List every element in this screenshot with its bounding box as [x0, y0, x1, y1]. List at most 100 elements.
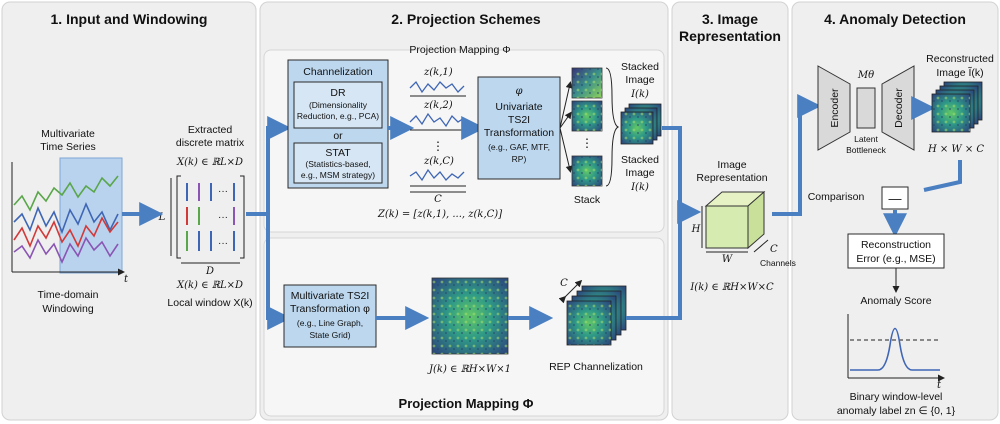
- reconstructed-image-stack: [931, 81, 983, 133]
- panel-input-windowing: [1, 1, 257, 421]
- matrix-bracket-right: [240, 175, 245, 259]
- univariate-line2: TS2I: [508, 114, 530, 126]
- stacked-top-line1: Stacked: [621, 61, 659, 73]
- image-cube: [704, 190, 766, 250]
- J-image-texture: [432, 278, 508, 354]
- time-series-plot: [11, 157, 125, 276]
- J-equation: J(k) ∈ ℝH×W×1: [427, 364, 511, 375]
- z2-label: z(k,2): [423, 100, 453, 111]
- stack-brace: [605, 67, 620, 187]
- arrow-rep-channel-to-rep: [626, 216, 682, 320]
- section-title-image-line1: 3. Image: [702, 11, 758, 27]
- channel-image-2-texture: [572, 101, 602, 131]
- anomaly-score-label: Anomaly Score: [860, 295, 931, 307]
- arrow-rep-to-encoder: [772, 94, 822, 216]
- matrix-dots-3: ···: [218, 238, 228, 249]
- recon-error-box: [847, 233, 945, 269]
- rep-stacked-image: [566, 285, 627, 346]
- matrix-dots-1: ···: [218, 186, 228, 197]
- anomaly-score-plot: [847, 314, 945, 382]
- binary-label-line2: anomaly label zn ∈ {0, 1}: [837, 405, 956, 417]
- series-label-line2: Time Series: [40, 141, 96, 153]
- matrix-equation-bottom: X(k) ∈ ℝL×D: [176, 280, 243, 291]
- rep-C-label: C: [560, 278, 568, 289]
- projection-mapping-top-label: Projection Mapping Φ: [409, 44, 510, 56]
- binary-label-line1: Binary window-level: [850, 391, 943, 403]
- decoder-block: [881, 65, 915, 151]
- stat-desc-line1: (Statistics-based,: [305, 159, 370, 169]
- image-rep-equation: I(k) ∈ ℝH×W×C: [689, 282, 774, 293]
- cube-H-label: H: [691, 224, 701, 235]
- or-label: or: [333, 130, 343, 142]
- arrow-uni-to-img2: [559, 111, 572, 129]
- cube-C-label: C: [770, 244, 778, 255]
- channel-image-c-texture: [572, 156, 602, 186]
- cube-C-line: [753, 239, 769, 253]
- series-line-purple: [13, 236, 119, 264]
- rep-channelization-label: REP Channelization: [549, 361, 643, 373]
- arrow-uni-to-img1: [559, 81, 573, 129]
- dr-desc-line1: (Dimensionality: [309, 100, 368, 110]
- recon-hwc-label: H × W × C: [927, 144, 984, 155]
- windowing-label-line2: Windowing: [42, 303, 94, 315]
- section-title-projection: 2. Projection Schemes: [391, 11, 541, 27]
- series-line-green: [13, 175, 119, 212]
- arrow-stacked-to-rep: [662, 126, 702, 224]
- z-equation: Z(k) = [z(k,1), ..., z(k,C)]: [377, 209, 502, 220]
- zc-label: z(k,C): [423, 156, 454, 167]
- rep-C-arrow: [558, 279, 583, 304]
- recon-error-line1: Reconstruction: [861, 239, 931, 251]
- stacked-image-top: [620, 103, 662, 145]
- multivariate-line2: Transformation φ: [290, 303, 370, 315]
- channel-image-1-texture: [572, 68, 602, 98]
- matrix-L-label: L: [158, 212, 166, 223]
- latent-label-line1: Latent: [854, 134, 878, 144]
- comparison-label: Comparison: [808, 191, 865, 203]
- section-title-anomaly: 4. Anomaly Detection: [824, 11, 966, 27]
- z-C-label: C: [434, 194, 442, 205]
- section-title-image-line2: Representation: [679, 28, 781, 44]
- extracted-label-line2: discrete matrix: [176, 137, 245, 149]
- t-axis-label: t: [124, 274, 129, 285]
- arrow-recon-to-comparison: [923, 160, 962, 192]
- z-vdots: ⋮: [432, 139, 444, 153]
- univariate-line1: Univariate: [495, 101, 542, 113]
- univariate-ts2i-box: [477, 76, 561, 180]
- channel-image-vdots: ⋮: [581, 136, 593, 150]
- latent-block: [856, 87, 876, 129]
- matrix-bracket-left: [176, 175, 181, 259]
- encoder-label: Encoder: [829, 88, 841, 128]
- multivariate-line4: State Grid): [309, 330, 350, 340]
- matrix-dots-2: ···: [218, 212, 228, 223]
- matrix-equation-top: X(k) ∈ ℝL×D: [176, 157, 243, 168]
- series-label-line1: Multivariate: [41, 128, 95, 140]
- latent-label-line2: Bottleneck: [846, 145, 886, 155]
- model-M-theta: Mθ: [857, 70, 874, 81]
- stacked-bottom-I: I(k): [630, 182, 649, 193]
- stat-box: [293, 142, 383, 184]
- extracted-label-line1: Extracted: [188, 124, 233, 136]
- image-rep-label-line2: Representation: [696, 172, 767, 184]
- score-curve: [850, 327, 940, 371]
- z1-label: z(k,1): [423, 67, 453, 78]
- projection-mapping-bottom-label: Projection Mapping Φ: [399, 396, 534, 411]
- arrow-matrix-to-multivariate: [266, 214, 292, 330]
- channelization-title: Channelization: [303, 66, 373, 78]
- cube-W-label: W: [722, 254, 733, 265]
- dr-box: [293, 81, 383, 129]
- score-t-label: t: [937, 380, 942, 391]
- series-line-blue: [13, 201, 119, 235]
- comparison-minus: —: [889, 191, 902, 206]
- arrow-matrix-to-channelization: [246, 116, 292, 216]
- comparison-box: [881, 186, 909, 210]
- discrete-matrix: ··· ··· ···: [170, 175, 245, 264]
- reconstructed-label-line2: Image Ĩ(k): [936, 66, 983, 79]
- stat-title: STAT: [325, 147, 351, 159]
- cube-channels-label: Channels: [760, 258, 796, 268]
- recon-error-line2: Error (e.g., MSE): [856, 253, 935, 265]
- phi-symbol: φ: [515, 86, 522, 97]
- univariate-line5: RP): [512, 154, 527, 164]
- stack-label: Stack: [574, 194, 601, 206]
- image-rep-label-line1: Image: [717, 159, 746, 171]
